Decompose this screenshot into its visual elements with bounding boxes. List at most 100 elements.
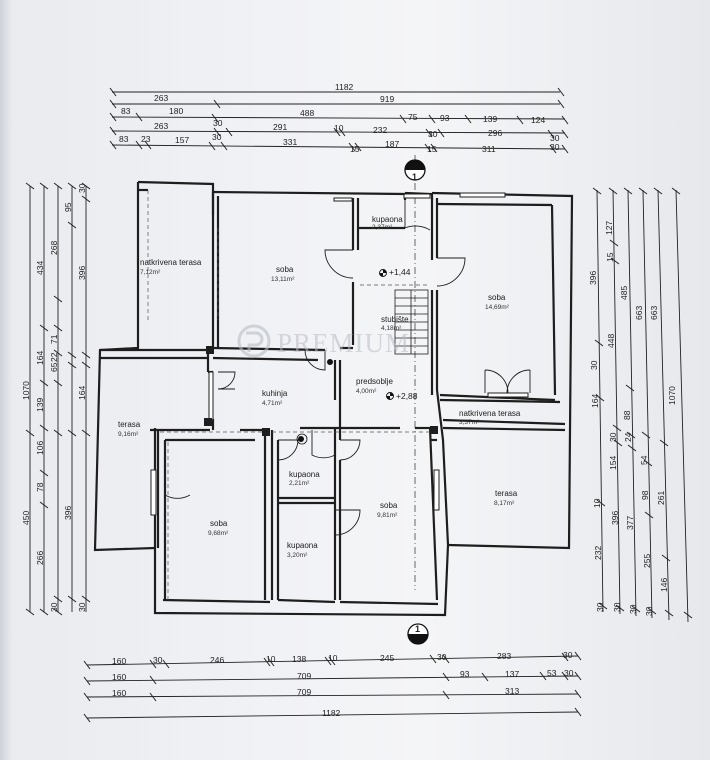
room-area: 9,68m²: [208, 530, 229, 537]
dim-value: 331: [283, 137, 297, 147]
dim-value: 266: [35, 551, 45, 565]
dim-value: 283: [497, 651, 511, 661]
dim-value: 154: [608, 456, 618, 470]
dim-value: 137: [505, 669, 519, 679]
dim-value: 65: [49, 362, 59, 372]
dim-value: 160: [112, 672, 126, 682]
dim-value: 160: [112, 688, 126, 698]
room-area: 9,16m²: [118, 431, 139, 438]
level-marker-2: +2,88: [386, 391, 418, 401]
dim-value: 263: [154, 121, 168, 131]
dim-value: 30: [153, 655, 163, 665]
dim-value: 30: [608, 432, 618, 442]
dim-value: 146: [659, 578, 669, 592]
right-dimension-lines: [596, 189, 689, 623]
dim-value: 396: [63, 506, 73, 520]
top-dimension-ticks: [109, 87, 569, 154]
dim-value: 23: [141, 134, 151, 144]
room-area: 2,21m²: [289, 480, 310, 487]
dim-value: 313: [505, 686, 519, 696]
dim-value: 396: [588, 271, 598, 285]
dim-value: 30: [213, 118, 223, 128]
dim-value: 30: [77, 183, 87, 193]
dim-value: 709: [297, 687, 311, 697]
bottom-dimension-values: 160 30 246 10 138 10 245 30 283 30 160 7…: [112, 650, 574, 718]
room-name: soba: [276, 265, 294, 274]
dim-value: 95: [63, 202, 73, 212]
dim-value: 30: [589, 360, 599, 370]
dim-value: 663: [634, 306, 644, 320]
room-kuhinja: kuhinja 4,71m²: [262, 389, 288, 407]
dim-value: 396: [77, 266, 87, 280]
fixture-markers: [296, 359, 333, 445]
room-name: kupaona: [287, 541, 318, 550]
room-name: kuhinja: [262, 389, 288, 398]
room-name: terasa: [495, 489, 518, 498]
dim-value: 709: [297, 671, 311, 681]
dim-value: 919: [380, 94, 394, 104]
dim-value: 187: [385, 139, 399, 149]
room-area: 4,18m²: [381, 325, 402, 332]
dim-value: 255: [642, 554, 652, 568]
room-name: kupaona: [289, 470, 320, 479]
dim-value: 15: [605, 252, 615, 262]
room-natkrivena-terasa-2: natkrivena terasa 3,37m²: [459, 409, 521, 426]
dim-value: 232: [593, 546, 603, 560]
windows: [150, 192, 529, 516]
top-dimension-lines: [111, 91, 566, 150]
room-area: 2,37m²: [372, 224, 393, 231]
room-area: 3,20m²: [287, 552, 308, 559]
top-dimension-values: 1182 263 919 83 180 488 75 93 139 124 26…: [119, 82, 560, 154]
dim-value: 311: [482, 144, 496, 154]
dim-value: 157: [175, 135, 189, 145]
section-marker-bottom: 1: [407, 623, 429, 645]
dim-value: 30: [644, 606, 654, 616]
section-marker-label: 1: [412, 172, 417, 182]
walls: [93, 180, 574, 617]
room-terasa-left: terasa 9,16m²: [118, 420, 141, 438]
room-name: natkrivena terasa: [140, 258, 202, 267]
room-name: natkrivena terasa: [459, 409, 521, 418]
room-soba-13: soba 13,11m²: [271, 265, 295, 283]
dim-value: 124: [531, 115, 545, 125]
room-area: 14,69m²: [485, 304, 510, 311]
room-terasa-right: terasa 8,17m²: [494, 489, 518, 507]
dim-value: 30: [550, 133, 560, 143]
dim-value: 83: [119, 134, 129, 144]
dim-value: 30: [595, 602, 605, 612]
dim-value: 30: [563, 650, 573, 660]
dim-value: 15: [427, 144, 437, 154]
level-value: +2,88: [396, 391, 418, 401]
dim-value: 663: [649, 306, 659, 320]
left-dimension-ticks: [25, 182, 91, 616]
dim-left-total: 1070: [21, 381, 31, 400]
watermark-text: PREMIUM: [277, 328, 410, 358]
room-area: 4,71m²: [262, 400, 283, 407]
room-area: 9,81m²: [377, 512, 398, 519]
level-marker-1: +1,44: [379, 267, 411, 277]
dim-value: 30: [77, 602, 87, 612]
dim-value: 160: [112, 656, 126, 666]
room-name: predsoblje: [356, 377, 393, 386]
dim-value: 448: [606, 334, 616, 348]
dim-value: 232: [373, 125, 387, 135]
room-name: stubište: [381, 315, 409, 324]
doors: [164, 200, 531, 536]
room-labels: natkrivena terasa 7,12m² soba 13,11m² ku…: [118, 215, 521, 559]
dim-value: 22: [49, 352, 59, 362]
dim-value: 10: [266, 654, 276, 664]
dim-value: 30: [564, 668, 574, 678]
dim-value: 93: [460, 669, 470, 679]
right-dimension-ticks: [592, 187, 693, 619]
dim-value: 296: [488, 128, 502, 138]
room-name: kupaona: [372, 215, 403, 224]
dim-value: 30: [612, 602, 622, 612]
dim-value: 15: [350, 144, 360, 154]
dim-value: 138: [292, 654, 306, 664]
dim-value: 180: [169, 106, 183, 116]
room-area: 13,11m²: [271, 276, 295, 283]
section-marker-top: 1: [404, 155, 426, 590]
dim-value: 71: [49, 334, 59, 344]
